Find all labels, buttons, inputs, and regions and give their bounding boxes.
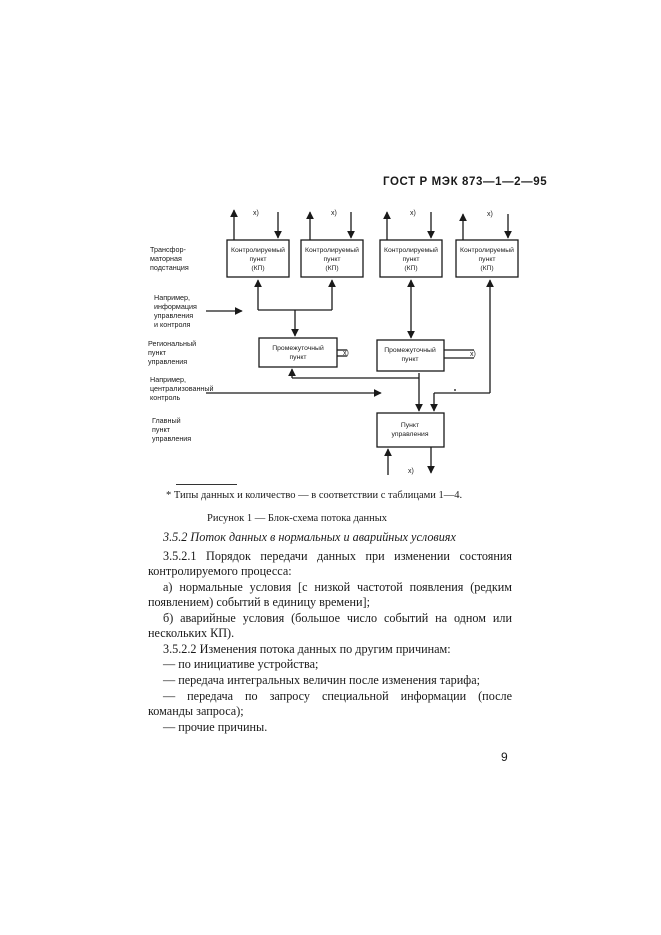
svg-text:пункт: пункт (403, 256, 420, 263)
svg-text:(КП): (КП) (251, 265, 264, 272)
svg-text:(КП): (КП) (325, 265, 338, 272)
connectors-kp4 (430, 279, 494, 412)
label-example-info: Например, информация управления и контро… (154, 293, 197, 329)
svg-text:пункт: пункт (148, 348, 167, 357)
item-a-line1: а) нормальные условия [с низкой частотой… (163, 580, 512, 594)
svg-text:пункт: пункт (402, 356, 419, 363)
item-a-line2: появлением) событий в единицу времени]; (148, 595, 371, 609)
intermediate-1-marker: х) (343, 350, 349, 357)
svg-text:Промежуточный: Промежуточный (384, 346, 436, 354)
data-flow-diagram: Трансфор- маторная подстанция Например, … (148, 209, 519, 475)
figure-caption: Рисунок 1 — Блок-схема потока данных (207, 513, 388, 524)
list-item-2: — передача интегральных величин после из… (163, 673, 480, 687)
svg-text:управления: управления (152, 434, 191, 443)
svg-text:и контроля: и контроля (154, 320, 191, 329)
svg-text:Контролируемый: Контролируемый (384, 246, 438, 254)
connectors-region-2 (407, 279, 474, 359)
connectors-region-1 (254, 279, 347, 357)
svg-text:маторная: маторная (150, 254, 182, 263)
svg-text:Например,: Например, (154, 293, 190, 302)
svg-text:Трансфор-: Трансфор- (150, 245, 186, 254)
svg-text:(КП): (КП) (480, 265, 493, 272)
list-item-3-line1: — передача по запросу специальной информ… (163, 689, 512, 703)
kp-markers: х) х) х) х) (253, 210, 493, 218)
kp-box-3: Контролируемый пункт (КП) (379, 239, 443, 278)
svg-text:Пункт: Пункт (401, 422, 419, 429)
kp-box-2: Контролируемый пункт (КП) (300, 239, 364, 278)
list-item-4: — прочие причины. (163, 720, 268, 734)
svg-text:(КП): (КП) (404, 265, 417, 272)
kp-box-1: Контролируемый пункт (КП) (226, 239, 290, 278)
item-b-line1: б) аварийные условия (большое число собы… (163, 611, 512, 625)
page-number: 9 (501, 750, 508, 764)
footnote-rule (176, 484, 237, 485)
svg-text:Промежуточный: Промежуточный (272, 344, 324, 352)
label-substation: Трансфор- маторная подстанция (150, 245, 189, 272)
svg-text:пункт: пункт (324, 256, 341, 263)
list-item-3-line2: команды запроса); (148, 704, 244, 718)
intermediate-box-1: Промежуточный пункт (258, 337, 338, 368)
control-marker: х) (408, 468, 414, 475)
svg-text:подстанция: подстанция (150, 263, 189, 272)
kp-box-4: Контролируемый пункт (КП) (455, 239, 519, 278)
svg-text:контроль: контроль (150, 393, 181, 402)
paragraph-3-5-2-1-line2: контролируемого процесса: (148, 564, 292, 578)
item-b-line2: нескольких КП). (148, 626, 235, 640)
svg-text:пункт: пункт (479, 256, 496, 263)
paragraph-3-5-2-1-line1: 3.5.2.1 Порядок передачи данных при изме… (163, 549, 512, 563)
control-point-box: Пункт управления (376, 412, 445, 448)
svg-text:х): х) (331, 210, 337, 217)
document-header: ГОСТ Р МЭК 873—1—2—95 (383, 176, 548, 188)
svg-text:управления: управления (148, 357, 187, 366)
svg-text:пункт: пункт (250, 256, 267, 263)
svg-text:централизованный: централизованный (150, 384, 214, 393)
intermediate-2-marker: х) (470, 351, 476, 358)
label-regional: Региональный пункт управления (148, 339, 196, 366)
svg-text:информация: информация (154, 302, 197, 311)
svg-text:Например,: Например, (150, 375, 186, 384)
svg-text:управления: управления (154, 311, 193, 320)
svg-text:Контролируемый: Контролируемый (231, 246, 285, 254)
svg-text:Региональный: Региональный (148, 339, 196, 348)
svg-text:Главный: Главный (152, 416, 181, 425)
svg-text:пункт: пункт (152, 425, 171, 434)
list-item-1: — по инициативе устройства; (163, 657, 319, 671)
svg-text:Контролируемый: Контролируемый (305, 246, 359, 254)
kp-top-arrows (230, 209, 512, 240)
footnote: * Типы данных и количество — в соответст… (166, 490, 463, 501)
intermediate-box-2: Промежуточный пункт (376, 339, 445, 372)
label-main-control: Главный пункт управления (152, 416, 191, 443)
svg-text:х): х) (487, 211, 493, 218)
section-title: 3.5.2 Поток данных в нормальных и аварий… (163, 530, 456, 544)
svg-text:х): х) (410, 210, 416, 217)
control-bottom-arrows (384, 447, 435, 475)
svg-text:пункт: пункт (290, 354, 307, 361)
input-arrows (206, 307, 382, 397)
connectors-to-control (288, 368, 456, 412)
svg-text:Контролируемый: Контролируемый (460, 246, 514, 254)
svg-text:х): х) (253, 210, 259, 217)
paragraph-3-5-2-2: 3.5.2.2 Изменения потока данных по други… (163, 642, 451, 656)
label-example-central: Например, централизованный контроль (150, 375, 214, 402)
svg-text:управления: управления (391, 431, 428, 438)
